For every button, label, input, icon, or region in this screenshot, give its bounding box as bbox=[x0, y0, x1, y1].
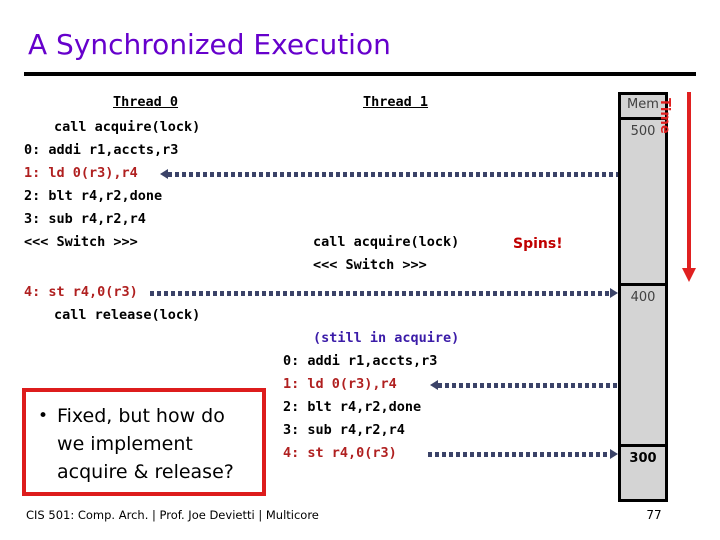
arrowhead-right-icon bbox=[610, 449, 618, 459]
thread1-line-1: <<< Switch >>> bbox=[313, 257, 427, 273]
title-divider bbox=[24, 72, 696, 76]
slide-footer: CIS 501: Comp. Arch. | Prof. Joe Deviett… bbox=[26, 508, 319, 522]
thread1-line-7: 4: st r4,0(r3) bbox=[283, 445, 397, 461]
thread1-line-5: 2: blt r4,r2,done bbox=[283, 399, 422, 415]
time-arrow-line bbox=[687, 92, 691, 272]
thread1-line-6: 3: sub r4,r2,r4 bbox=[283, 422, 405, 438]
page-title: A Synchronized Execution bbox=[28, 28, 391, 61]
memory-value-2: 300 bbox=[629, 451, 657, 466]
time-axis-label: Time bbox=[657, 98, 672, 134]
load-arrow-thread0 bbox=[160, 169, 618, 179]
load-arrow-thread1 bbox=[430, 380, 618, 390]
thread0-line-2: 1: ld 0(r3),r4 bbox=[24, 165, 138, 181]
arrow-dotted-line bbox=[168, 172, 618, 177]
thread0-line-3: 2: blt r4,r2,done bbox=[24, 188, 163, 204]
memory-column: Mem 500 400 300 bbox=[618, 92, 668, 502]
spins-annotation: Spins! bbox=[513, 236, 563, 252]
store-arrow-thread1 bbox=[428, 449, 618, 459]
thread1-line-4: 1: ld 0(r3),r4 bbox=[283, 376, 397, 392]
page-number: 77 bbox=[646, 508, 662, 522]
arrowhead-right-icon bbox=[610, 288, 618, 298]
arrowhead-left-icon bbox=[160, 169, 168, 179]
thread1-line-2: (still in acquire) bbox=[313, 330, 460, 346]
thread1-line-3: 0: addi r1,accts,r3 bbox=[283, 353, 438, 369]
arrow-dotted-line bbox=[428, 452, 610, 457]
arrowhead-left-icon bbox=[430, 380, 438, 390]
thread0-line-0: call acquire(lock) bbox=[54, 119, 201, 135]
time-axis: Time bbox=[657, 92, 702, 292]
thread0-line-6: 4: st r4,0(r3) bbox=[24, 284, 138, 300]
memory-divider bbox=[621, 444, 665, 447]
thread0-line-4: 3: sub r4,r2,r4 bbox=[24, 211, 146, 227]
thread1-line-0: call acquire(lock) bbox=[313, 234, 460, 250]
arrowhead-down-icon bbox=[682, 268, 696, 282]
memory-divider bbox=[621, 283, 665, 286]
arrow-dotted-line bbox=[150, 291, 610, 296]
callout-row: • Fixed, but how do we implement acquire… bbox=[38, 402, 254, 486]
store-arrow-thread0 bbox=[150, 288, 618, 298]
memory-value-1: 400 bbox=[630, 290, 656, 305]
thread0-header: Thread 0 bbox=[113, 94, 179, 110]
memory-divider bbox=[621, 117, 665, 120]
thread0-line-7: call release(lock) bbox=[54, 307, 201, 323]
arrow-dotted-line bbox=[438, 383, 618, 388]
callout-box: • Fixed, but how do we implement acquire… bbox=[22, 388, 266, 496]
thread1-header: Thread 1 bbox=[363, 94, 429, 110]
memory-value-0: 500 bbox=[630, 124, 656, 139]
bullet-icon: • bbox=[38, 406, 49, 426]
callout-text: Fixed, but how do we implement acquire &… bbox=[57, 405, 234, 483]
thread0-line-5: <<< Switch >>> bbox=[24, 234, 138, 250]
memory-header: Mem bbox=[627, 97, 659, 112]
thread0-line-1: 0: addi r1,accts,r3 bbox=[24, 142, 179, 158]
